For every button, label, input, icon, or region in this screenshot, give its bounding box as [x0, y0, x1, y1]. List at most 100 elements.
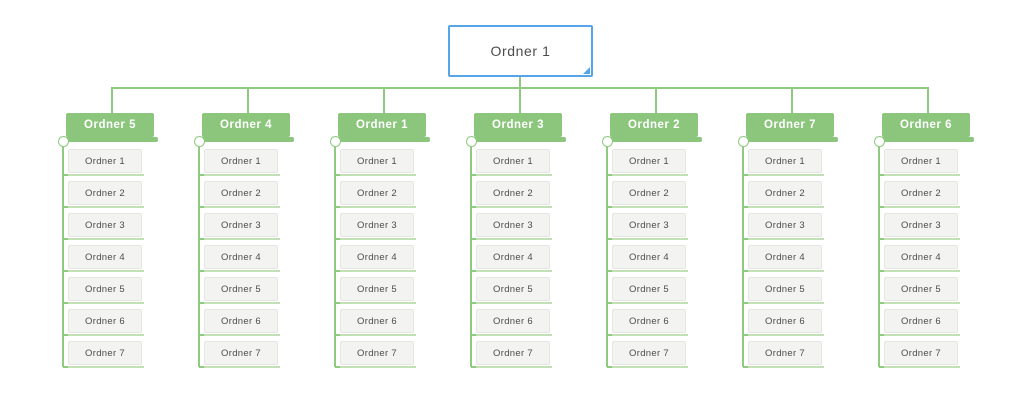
branch-item-node[interactable]: Ordner 5 — [748, 277, 822, 301]
root-node[interactable]: Ordner 1 — [448, 25, 593, 77]
connector-item-underline — [607, 270, 688, 272]
branch-item-node[interactable]: Ordner 2 — [748, 181, 822, 205]
branch-item-node-label: Ordner 6 — [765, 315, 805, 327]
branch-header-node[interactable]: Ordner 6 — [882, 113, 970, 137]
branch-item-node[interactable]: Ordner 3 — [884, 213, 958, 237]
connector-item-underline — [743, 366, 824, 368]
connector-item-underline — [743, 174, 824, 176]
branch-item-node[interactable]: Ordner 5 — [340, 277, 414, 301]
connector-item-underline — [743, 302, 824, 304]
branch-item-node-label: Ordner 3 — [629, 219, 669, 231]
branch-header-node[interactable]: Ordner 1 — [338, 113, 426, 137]
branch-item-node[interactable]: Ordner 7 — [68, 341, 142, 365]
branch-header-node[interactable]: Ordner 4 — [202, 113, 290, 137]
connector-item-underline — [199, 206, 280, 208]
connector-item-underline — [743, 206, 824, 208]
branch-item-node[interactable]: Ordner 6 — [204, 309, 278, 333]
branch-item-node[interactable]: Ordner 3 — [612, 213, 686, 237]
branch-item-node[interactable]: Ordner 4 — [340, 245, 414, 269]
branch-column-7: Ordner 6 Ordner 1 Ordner 2 Ordner 3 Ordner 4… — [873, 87, 979, 377]
collapse-toggle-icon[interactable] — [737, 135, 749, 147]
branch-item-node[interactable]: Ordner 3 — [476, 213, 550, 237]
connector-item-underline — [607, 334, 688, 336]
branch-item-node[interactable]: Ordner 1 — [68, 149, 142, 173]
branch-item-node-label: Ordner 2 — [493, 187, 533, 199]
collapse-toggle-icon[interactable] — [57, 135, 69, 147]
branch-item-node[interactable]: Ordner 4 — [476, 245, 550, 269]
branch-item-node[interactable]: Ordner 1 — [340, 149, 414, 173]
branch-column-2: Ordner 4 Ordner 1 Ordner 2 Ordner 3 Ordner 4… — [193, 87, 299, 377]
connector-column-stub — [519, 87, 521, 113]
connector-root-stub — [519, 77, 521, 87]
branch-item-node[interactable]: Ordner 7 — [748, 341, 822, 365]
branch-item-node[interactable]: Ordner 6 — [612, 309, 686, 333]
branch-item-node[interactable]: Ordner 5 — [884, 277, 958, 301]
branch-item-node[interactable]: Ordner 4 — [68, 245, 142, 269]
branch-item-node[interactable]: Ordner 6 — [340, 309, 414, 333]
connector-item-underline — [335, 174, 416, 176]
branch-item-node-label: Ordner 4 — [629, 251, 669, 263]
branch-item-node[interactable]: Ordner 7 — [340, 341, 414, 365]
branch-header-node[interactable]: Ordner 3 — [474, 113, 562, 137]
branch-item-node[interactable]: Ordner 5 — [68, 277, 142, 301]
branch-header-base — [606, 137, 702, 142]
collapse-toggle-icon[interactable] — [601, 135, 613, 147]
branch-item-node[interactable]: Ordner 3 — [748, 213, 822, 237]
branch-item-node[interactable]: Ordner 6 — [68, 309, 142, 333]
branch-item-node[interactable]: Ordner 3 — [204, 213, 278, 237]
branch-header-base — [742, 137, 838, 142]
branch-item-node-label: Ordner 3 — [493, 219, 533, 231]
connector-item-underline — [879, 366, 960, 368]
branch-item-node[interactable]: Ordner 5 — [612, 277, 686, 301]
branch-header-base — [62, 137, 158, 142]
connector-item-underline — [879, 238, 960, 240]
resize-handle-icon[interactable] — [583, 67, 590, 74]
branch-item-node[interactable]: Ordner 7 — [884, 341, 958, 365]
branch-item-node[interactable]: Ordner 4 — [204, 245, 278, 269]
branch-item-node[interactable]: Ordner 7 — [476, 341, 550, 365]
connector-branch-trunk — [470, 141, 472, 367]
branch-header-node[interactable]: Ordner 2 — [610, 113, 698, 137]
collapse-toggle-icon[interactable] — [873, 135, 885, 147]
branch-item-node[interactable]: Ordner 4 — [884, 245, 958, 269]
branch-item-node[interactable]: Ordner 1 — [204, 149, 278, 173]
branch-item-node[interactable]: Ordner 2 — [884, 181, 958, 205]
branch-item-node[interactable]: Ordner 7 — [204, 341, 278, 365]
branch-item-node[interactable]: Ordner 4 — [748, 245, 822, 269]
connector-item-underline — [879, 270, 960, 272]
collapse-toggle-icon[interactable] — [465, 135, 477, 147]
branch-item-node[interactable]: Ordner 2 — [204, 181, 278, 205]
connector-column-stub — [655, 87, 657, 113]
branch-item-node[interactable]: Ordner 4 — [612, 245, 686, 269]
branch-item-node[interactable]: Ordner 6 — [476, 309, 550, 333]
branch-item-node[interactable]: Ordner 3 — [68, 213, 142, 237]
branch-item-node[interactable]: Ordner 2 — [68, 181, 142, 205]
branch-item-node[interactable]: Ordner 6 — [748, 309, 822, 333]
connector-item-underline — [63, 206, 144, 208]
connector-item-underline — [607, 302, 688, 304]
branch-item-node[interactable]: Ordner 1 — [748, 149, 822, 173]
branch-item-node[interactable]: Ordner 6 — [884, 309, 958, 333]
collapse-toggle-icon[interactable] — [193, 135, 205, 147]
branch-item-node[interactable]: Ordner 5 — [204, 277, 278, 301]
collapse-toggle-icon[interactable] — [329, 135, 341, 147]
branch-item-node[interactable]: Ordner 2 — [340, 181, 414, 205]
branch-header-node[interactable]: Ordner 7 — [746, 113, 834, 137]
branch-header-node[interactable]: Ordner 5 — [66, 113, 154, 137]
branch-item-node-label: Ordner 7 — [629, 347, 669, 359]
branch-item-node-label: Ordner 2 — [85, 187, 125, 199]
branch-column-6: Ordner 7 Ordner 1 Ordner 2 Ordner 3 Ordner 4… — [737, 87, 843, 377]
branch-item-node-label: Ordner 4 — [765, 251, 805, 263]
branch-item-node[interactable]: Ordner 1 — [884, 149, 958, 173]
branch-item-node-label: Ordner 1 — [901, 155, 941, 167]
branch-item-node[interactable]: Ordner 3 — [340, 213, 414, 237]
branch-item-node[interactable]: Ordner 5 — [476, 277, 550, 301]
branch-item-node[interactable]: Ordner 1 — [476, 149, 550, 173]
branch-item-node[interactable]: Ordner 1 — [612, 149, 686, 173]
branch-item-node[interactable]: Ordner 2 — [612, 181, 686, 205]
connector-branch-trunk — [334, 141, 336, 367]
branch-item-node[interactable]: Ordner 7 — [612, 341, 686, 365]
branch-header-node-label: Ordner 3 — [492, 119, 544, 131]
branch-item-node[interactable]: Ordner 2 — [476, 181, 550, 205]
